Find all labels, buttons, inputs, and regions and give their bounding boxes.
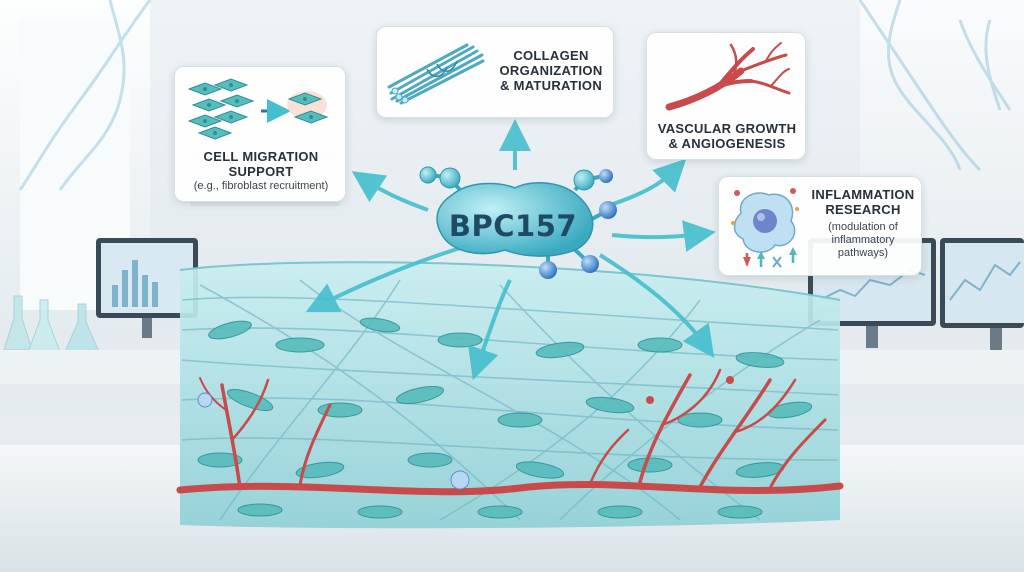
migration-title-line2: SUPPORT (228, 164, 294, 179)
effect-arrows (305, 119, 716, 381)
migration-card: CELL MIGRATION SUPPORT (e.g., fibroblast… (174, 66, 346, 202)
inflammation-card: INFLAMMATION RESEARCH (modulation of inf… (718, 176, 922, 276)
tissue-block (176, 261, 844, 529)
collagen-title-line3: & MATURATION (499, 78, 603, 93)
vascular-title-line2: & ANGIOGENESIS (668, 136, 786, 151)
vascular-title-line1: VASCULAR GROWTH (657, 121, 797, 136)
inflammation-sub-line1: (modulation of (828, 221, 898, 233)
fibroblast-cells-icon (187, 78, 329, 140)
inflammation-sub-line3: pathways) (837, 247, 889, 259)
inflammation-title-line1: INFLAMMATION (811, 187, 915, 202)
collagen-title-line1: COLLAGEN (513, 48, 589, 63)
collagen-fiber-icon (387, 43, 485, 105)
collagen-title-line2: ORGANIZATION (499, 63, 603, 78)
bpc157-label: BPC157 (448, 209, 578, 243)
inflammation-title-line2: RESEARCH (825, 202, 901, 217)
vascular-card: VASCULAR GROWTH & ANGIOGENESIS (646, 32, 806, 160)
monitor-icon (96, 238, 198, 338)
migration-title-line1: CELL MIGRATION (203, 149, 319, 164)
bpc157-molecule-icon (419, 166, 617, 279)
dna-helix-icon (18, 0, 1012, 191)
immune-cell-icon (731, 188, 799, 268)
blood-vessel-icon (665, 42, 791, 111)
inflammation-sub-line2: inflammatory (831, 234, 895, 246)
migration-subtitle: (e.g., fibroblast recruitment) (193, 180, 329, 192)
collagen-card: COLLAGEN ORGANIZATION & MATURATION (376, 26, 614, 118)
